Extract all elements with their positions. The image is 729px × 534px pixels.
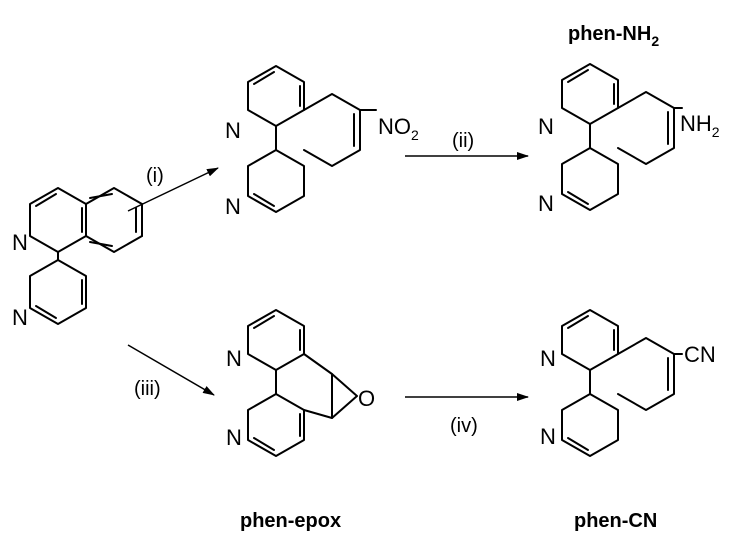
epoxide-phenanthroline-structure [247, 309, 358, 457]
nitro-group-subscript: 2 [411, 127, 419, 143]
condition-label-ii: (ii) [452, 130, 474, 152]
cyano-n-bottom-label: N [540, 424, 556, 449]
nitro-phenanthroline-structure [247, 65, 377, 213]
amino-group-subscript: 2 [712, 124, 720, 140]
amino-n-bottom-label: N [538, 191, 554, 216]
epoxide-n-top-label: N [226, 346, 242, 371]
reaction-arrow-iii [127, 344, 215, 396]
amino-compound-name: phen-NH2 [568, 23, 659, 49]
nitro-n-top-label: N [225, 118, 241, 143]
condition-label-iv: (iv) [450, 415, 478, 437]
cyano-compound-name: phen-CN [574, 510, 657, 532]
amino-group-label: NH2 [680, 111, 720, 140]
amino-n-top-label: N [538, 114, 554, 139]
condition-label-i: (i) [146, 165, 164, 187]
condition-label-iii: (iii) [134, 378, 161, 400]
epoxide-compound-name: phen-epox [240, 510, 341, 532]
nitro-n-bottom-label: N [225, 194, 241, 219]
amino-name-text: phen-NH [568, 23, 651, 45]
cyano-n-top-label: N [540, 346, 556, 371]
amino-phenanthroline-structure [561, 63, 683, 211]
phen-n-top-label: N [12, 230, 28, 255]
epoxide-oxygen-label: O [358, 386, 375, 411]
nitro-group-label: NO2 [378, 114, 419, 143]
cyano-phenanthroline-structure [561, 309, 683, 457]
epoxide-n-bottom-label: N [226, 425, 242, 450]
amino-name-subscript: 2 [651, 33, 659, 49]
cyano-group-label: CN [684, 342, 716, 367]
amino-group-text: NH [680, 111, 712, 136]
reaction-arrow-i [127, 167, 219, 212]
phen-n-bottom-label: N [12, 305, 28, 330]
nitro-group-text: NO [378, 114, 411, 139]
phenanthroline-structure [29, 187, 143, 325]
